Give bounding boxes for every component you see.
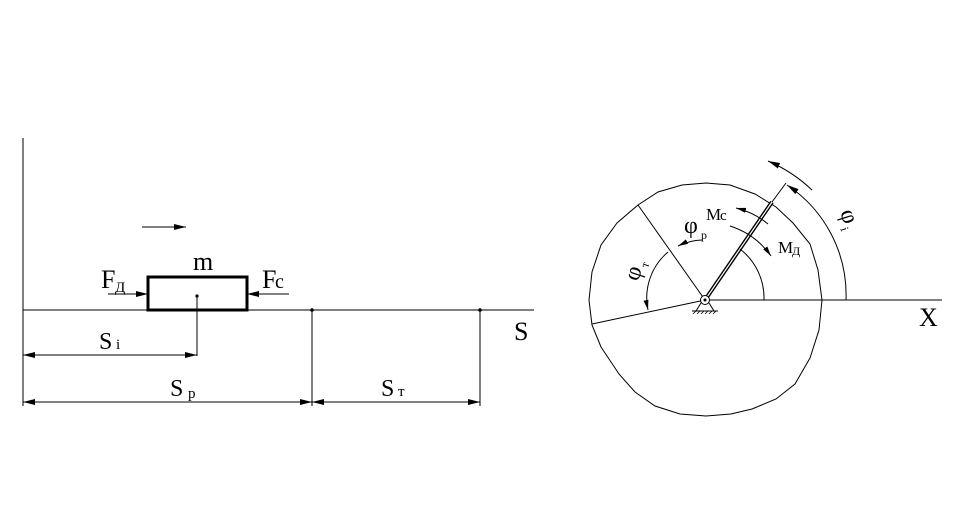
s-axis-label: S	[514, 317, 528, 346]
st-label: S	[381, 376, 394, 402]
phi-r-arc	[739, 248, 765, 301]
phi-i-label: φ	[834, 206, 863, 227]
mc-subscript: c	[720, 208, 727, 224]
phi-t-label-group: φ т	[619, 259, 652, 284]
resist-force-label: F	[262, 265, 276, 294]
phi-i-subscript: i	[837, 225, 852, 233]
phi-r-label: φ	[684, 213, 698, 239]
mc-label: M	[706, 205, 721, 224]
drive-force-subscript: Д	[115, 280, 125, 296]
phi-t-arc-lower	[643, 251, 669, 311]
x-axis-label: X	[919, 303, 938, 332]
sp-subscript: р	[188, 386, 196, 402]
phi-t-arc-upper	[677, 239, 703, 247]
si-label: S	[99, 329, 112, 355]
drive-force-label: F	[101, 265, 115, 294]
md-moment-arrow	[729, 225, 772, 257]
phi-r-subscript: р	[701, 228, 707, 242]
pivot-support	[692, 295, 718, 315]
phi-t-subscript: т	[637, 259, 652, 269]
phi-i-arc	[786, 184, 847, 301]
sp-end-dot	[310, 308, 314, 312]
phi-i-label-group: φ i	[834, 206, 863, 234]
sp-label: S	[170, 376, 183, 402]
md-label: M	[778, 238, 793, 257]
st-subscript: т	[398, 384, 405, 400]
rotary-motion-diagram: X	[588, 160, 942, 417]
crank-extension	[771, 182, 787, 203]
si-subscript: i	[116, 337, 120, 353]
phi-t-boundary-radius	[637, 204, 706, 301]
mc-moment-arrow	[735, 207, 769, 225]
lower-left-radius	[591, 299, 706, 325]
st-end-dot	[478, 308, 482, 312]
md-subscript: Д	[792, 244, 800, 258]
outer-circle	[588, 182, 823, 417]
resist-force-subscript: c	[275, 271, 284, 293]
linear-motion-diagram: S m F Д F c S i S р S т	[22, 138, 534, 406]
mass-label: m	[193, 247, 213, 276]
rotation-direction-arrow	[767, 160, 813, 191]
